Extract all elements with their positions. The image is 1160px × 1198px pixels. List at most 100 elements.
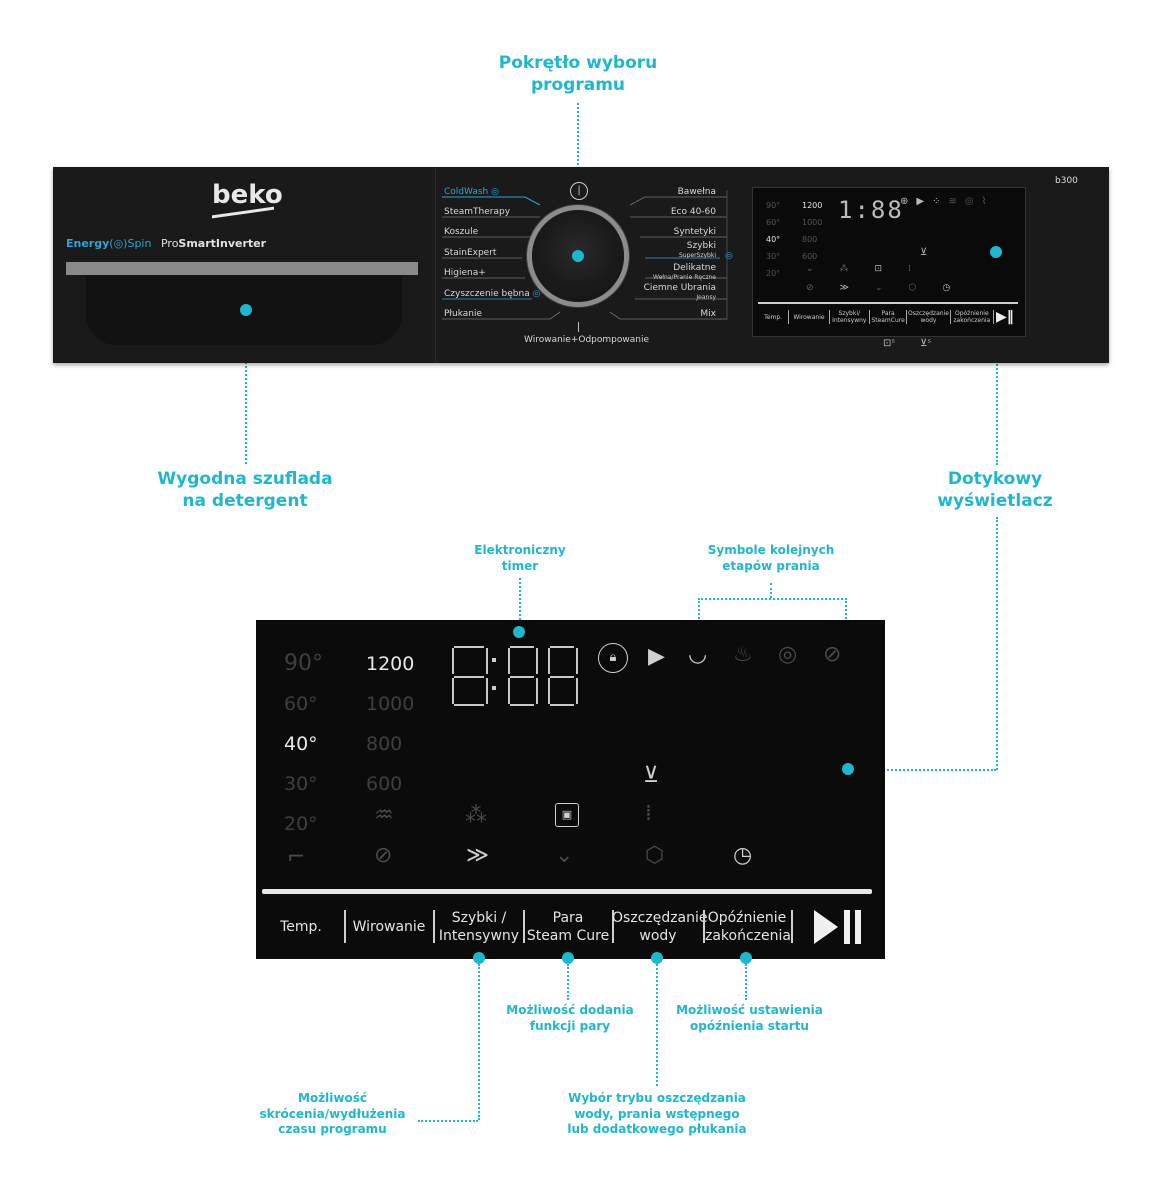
speed-1000[interactable]: 1000 xyxy=(366,693,415,715)
mini-btn-szybki[interactable]: Szybki/ Intensywny xyxy=(830,310,870,324)
program-higiena[interactable]: Higiena+ xyxy=(444,268,486,278)
mini-lock-icon: ⊕ xyxy=(900,196,917,207)
callout-program-dial: Pokrętło wyboru programu xyxy=(478,52,678,96)
mini-btn-temp[interactable]: Temp. xyxy=(758,310,790,324)
program-steamtherapy[interactable]: SteamTherapy xyxy=(444,207,511,217)
speed-1200[interactable]: 1200 xyxy=(366,653,415,675)
spin-icon: (◎) xyxy=(109,237,128,250)
callout-detergent-drawer-text: Wygodna szuflada na detergent xyxy=(157,469,333,512)
steam-cure-button[interactable]: Para Steam Cure xyxy=(526,909,610,945)
program-delikatne-label: Delikatne xyxy=(673,263,716,273)
water-saving-label-2: wody xyxy=(639,928,677,944)
mini-button-row: Temp. Wirowanie Szybki/ Intensywny Para … xyxy=(758,310,995,324)
energy-spin-label: Energy(◎)Spin ProSmartInverter xyxy=(66,237,266,250)
program-szybki[interactable]: Szybki SuperSzybki xyxy=(679,241,716,261)
temp-30[interactable]: 30° xyxy=(284,773,318,795)
mini-btn-opoznienie[interactable]: Opóźnienie zakończenia xyxy=(951,310,995,324)
mini-play-pause-button[interactable]: ▶‖ xyxy=(996,309,1014,325)
program-guide-lines-right xyxy=(609,190,728,320)
timer-display xyxy=(452,646,582,706)
program-stainexpert[interactable]: StainExpert xyxy=(444,248,497,258)
speed-600[interactable]: 600 xyxy=(366,773,403,795)
drawer-marker-dot xyxy=(240,304,252,316)
temp-button-label: Temp. xyxy=(280,919,322,935)
callout-steam-function: Możliwość dodania funkcji pary xyxy=(500,1003,640,1034)
child-lock-icon: ▣ xyxy=(555,803,579,827)
mini-btn-oszczedzanie[interactable]: Oszczędzanie wody xyxy=(907,310,951,324)
speed-800[interactable]: 800 xyxy=(366,733,403,755)
delay-end-label-1: Opóźnienie xyxy=(707,910,787,926)
quick-intensive-label-2: Intensywny xyxy=(438,928,520,944)
program-plukanie[interactable]: Płukanie xyxy=(444,309,482,319)
extra-rinse-icon: ⁂ xyxy=(465,803,487,828)
panel-divider xyxy=(435,167,436,363)
temp-60[interactable]: 60° xyxy=(284,693,318,715)
drum-clean-icon: ◎ xyxy=(532,289,541,299)
temp-90[interactable]: 90° xyxy=(284,651,323,676)
leader-line-water xyxy=(656,964,658,1086)
leader-bracket-stages-stem xyxy=(770,583,772,598)
timer-marker-dot xyxy=(513,626,525,638)
program-czyszczenie-bebna[interactable]: Czyszczenie bębna ◎ xyxy=(444,289,540,299)
mini-btn-para[interactable]: Para SteamCure xyxy=(870,310,908,324)
spin-button[interactable]: Wirowanie xyxy=(348,918,430,936)
temp-20[interactable]: 20° xyxy=(284,813,318,835)
program-guide-lines-left xyxy=(442,196,561,320)
delay-button-marker-dot xyxy=(740,952,752,964)
mini-speed-1200: 1200 xyxy=(802,201,823,210)
delay-end-button[interactable]: Opóźnienie zakończenia xyxy=(705,909,791,945)
mini-temp-30: 30° xyxy=(766,252,781,261)
dial-marker-dot xyxy=(572,250,584,262)
callout-water-saving-text: Wybór trybu oszczędzania wody, prania ws… xyxy=(567,1091,747,1137)
mini-wash-icon: ⁘ xyxy=(932,196,949,207)
mini-stage-icons: ⊕▶⁘≋◎⌇ xyxy=(900,196,995,207)
program-szybki-label: Szybki xyxy=(686,241,716,251)
callout-detergent-drawer: Wygodna szuflada na detergent xyxy=(150,468,340,512)
mini-bubbles-icon: ⁂ xyxy=(839,264,875,274)
temp-40[interactable]: 40° xyxy=(284,733,318,755)
program-coldwash[interactable]: ColdWash ◎ xyxy=(444,187,499,197)
detergent-drawer-handle[interactable] xyxy=(66,262,418,275)
leader-line-display-lower xyxy=(996,517,998,770)
program-eco[interactable]: Eco 40-60 xyxy=(670,207,716,217)
energy-text: Energy xyxy=(66,237,110,250)
temp-button[interactable]: Temp. xyxy=(264,918,338,936)
program-delikatne[interactable]: Delikatne Wełna/Pranie Ręczne xyxy=(653,263,716,283)
callout-wash-stages: Symbole kolejnych etapów prania xyxy=(696,543,846,574)
smartinverter-text: SmartInverter xyxy=(178,237,267,250)
leader-line-drawer xyxy=(245,314,247,464)
pause-bar-icon xyxy=(844,910,850,944)
water-saving-button[interactable]: Oszczędzanie wody xyxy=(612,909,708,945)
door-lock-icon: 🔒︎ xyxy=(598,643,628,673)
mini-temp-40: 40° xyxy=(766,235,781,244)
program-koszule[interactable]: Koszule xyxy=(444,227,479,237)
leader-line-display-horizontal xyxy=(848,769,996,771)
steam-plus-icon: ⁞ xyxy=(645,801,652,826)
program-syntetyki[interactable]: Syntetyki xyxy=(673,227,716,237)
quick-intensive-button[interactable]: Szybki / Intensywny xyxy=(436,909,522,945)
mini-quick-icon: ≫ xyxy=(839,283,875,293)
program-bawelna[interactable]: Bawełna xyxy=(677,187,716,197)
mini-steam-icon: ≋ xyxy=(948,196,965,207)
program-ciemne[interactable]: Ciemne Ubrania Jeansy xyxy=(644,283,716,303)
mini-divider-line xyxy=(758,302,1018,304)
program-mix[interactable]: Mix xyxy=(700,309,716,319)
model-text: b300 xyxy=(1055,176,1078,186)
mini-timer: 1:88 xyxy=(838,196,904,224)
callout-electronic-timer-text: Elektroniczny timer xyxy=(474,543,566,573)
rinse-hold-icon: ⌄ xyxy=(555,843,574,868)
mini-speed-1000: 1000 xyxy=(802,218,823,227)
mini-touch-display[interactable] xyxy=(752,187,1026,337)
quick-button-marker-dot xyxy=(473,952,485,964)
mini-btn-wirowanie[interactable]: Wirowanie xyxy=(789,310,830,324)
callout-wash-stages-text: Symbole kolejnych etapów prania xyxy=(707,543,835,573)
hygiene-shield-icon: ⬡ xyxy=(645,843,665,868)
pause-bar-icon xyxy=(855,910,861,944)
play-triangle-icon xyxy=(814,910,838,944)
water-saving-label-1: Oszczędzanie xyxy=(612,910,708,926)
program-wirowanie-odpompowanie[interactable]: Wirowanie+Odpompowanie xyxy=(524,335,649,345)
play-pause-button[interactable] xyxy=(814,910,862,944)
callout-delay-start: Możliwość ustawienia opóźnienia startu xyxy=(672,1003,827,1034)
dial-power-icon[interactable]: | xyxy=(570,182,588,200)
dial-bottom-tick xyxy=(578,322,579,332)
